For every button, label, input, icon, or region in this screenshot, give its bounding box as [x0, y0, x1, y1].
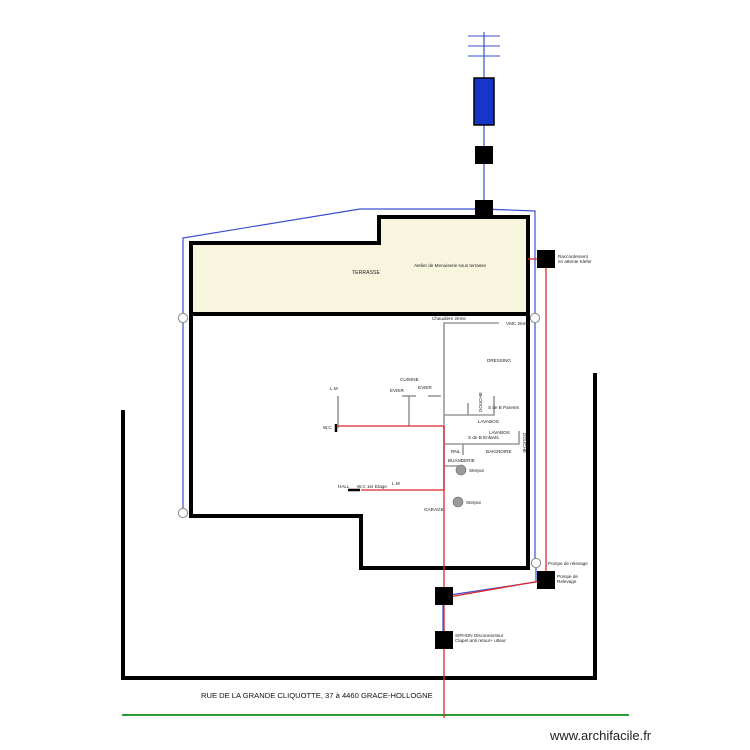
label-raccordement-1: Raccordement	[558, 254, 589, 259]
downpipe-icon	[177, 312, 189, 324]
label-hall: HALL	[338, 484, 350, 489]
sdb-enfants-pipe	[444, 431, 520, 445]
street-address: RUE DE LA GRANDE CLIQUOTTE, 37 à 4460 GR…	[201, 691, 433, 700]
label-pompe-big-2: Relevage	[557, 579, 577, 584]
label-sterput-lower: Sterput	[466, 500, 482, 505]
watermark: www.archifacile.fr	[549, 728, 652, 743]
inspection-chambers	[435, 146, 555, 649]
boundary-wall	[121, 373, 597, 680]
chamber-icon	[435, 631, 453, 649]
meter-icon	[473, 77, 495, 126]
label-lavabos-upper: LAVABOS	[478, 419, 499, 424]
label-cuisine: CUISINE	[400, 377, 419, 382]
downpipe-icon	[529, 312, 541, 324]
label-atelier: Atelier de Menuiserie sous terrasse	[414, 263, 486, 268]
label-chaudiere: Chaudière 2ème	[432, 316, 466, 321]
label-lavabos-lower: LAVABOS	[489, 430, 510, 435]
pompe-to-chamber	[442, 579, 547, 599]
label-raccordement-2: en attente Klefer	[558, 259, 592, 264]
label-rnl: RNL	[451, 449, 461, 454]
label-garage: GARAGE	[424, 507, 444, 512]
label-lm-lower: L.M	[392, 481, 400, 486]
plot-boundary	[121, 373, 597, 680]
label-sterput-upper: Sterput	[469, 468, 485, 473]
label-buanderie: BUANDERIE	[448, 458, 475, 463]
rain-pipe-left	[182, 208, 484, 513]
house-walls	[189, 215, 530, 570]
house-outline	[189, 215, 530, 570]
label-douche-right: DOUCHE	[522, 433, 527, 453]
downpipes	[177, 312, 542, 569]
douche-upper-pipe	[444, 396, 495, 416]
label-wc-etage: W.C 1er Etage	[357, 484, 387, 489]
label-pompe-small: Pompe de relevage	[548, 561, 588, 566]
label-pompe-big-1: Pompe de	[557, 574, 578, 579]
drain-icon	[455, 464, 467, 476]
chamber-icon	[537, 571, 555, 589]
label-wc: W.C	[323, 425, 332, 430]
chamber-icon	[537, 250, 555, 268]
downpipe-icon	[530, 557, 542, 569]
label-terrasse: TERRASSE	[352, 270, 381, 276]
label-vmc: VMC 2ème	[506, 321, 529, 326]
downpipe-icon	[177, 507, 189, 519]
label-douche-upper: DOUCHE	[478, 392, 483, 412]
rain-pipe-right-top	[483, 208, 536, 318]
label-siphon-1: SIPHON Disconnecteur	[455, 633, 504, 638]
terrace-area	[191, 217, 528, 314]
drain-icon	[452, 496, 464, 508]
label-dressing: DRESSING	[487, 358, 511, 363]
chamber-icon	[475, 200, 493, 218]
label-evier-right: EVIER	[418, 385, 432, 390]
label-lm: L.M	[330, 386, 338, 391]
label-sdb-enfants: S de B Enfants	[468, 435, 499, 440]
label-baignoire: BAIGNOIRE	[486, 449, 512, 454]
chamber-icon	[435, 587, 453, 605]
label-evier-left: EVIER	[390, 388, 404, 393]
chamber-icon	[475, 146, 493, 164]
label-siphon-2: Clapet anti retour+ utteur	[455, 638, 506, 643]
label-sdb-parents: S de B Parents	[488, 405, 520, 410]
antenna-icon	[468, 32, 500, 78]
